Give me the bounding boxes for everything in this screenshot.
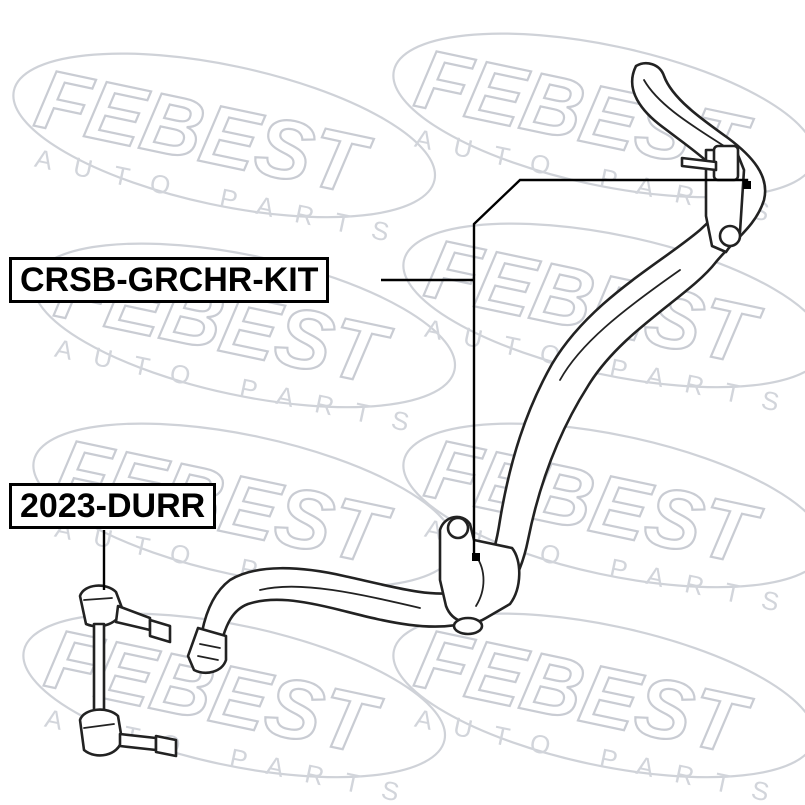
stabilizer-link	[78, 584, 178, 758]
leader-lines	[102, 178, 749, 590]
bar-end	[186, 626, 228, 674]
upper-bushing-bracket	[680, 144, 751, 254]
callout-bushing-kit-part-number: CRSB-GRCHR-KIT	[9, 257, 330, 303]
stabilizer-bar	[200, 62, 767, 642]
callout-stabilizer-link-part-number: 2023-DURR	[9, 483, 217, 529]
